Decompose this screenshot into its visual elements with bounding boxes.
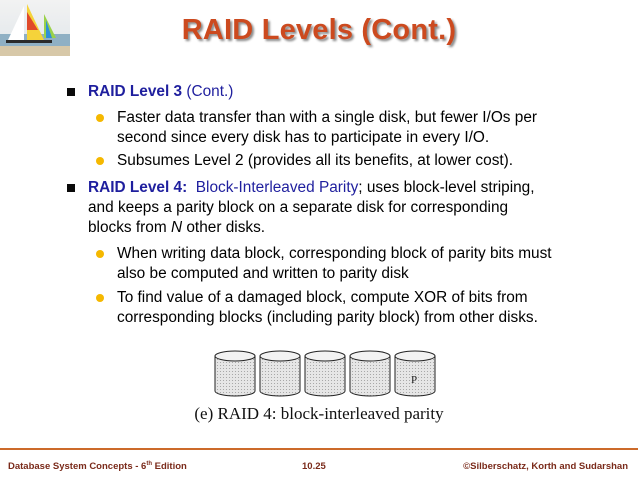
sub-bullet-line: To find value of a damaged block, comput… xyxy=(117,289,528,306)
footer-edition: Edition xyxy=(152,461,187,473)
dot-bullet-icon xyxy=(96,294,104,302)
footer-copyright: ©Silberschatz, Korth and Sudarshan xyxy=(463,461,628,472)
sub-bullet-line: corresponding blocks (including parity b… xyxy=(117,309,538,326)
dot-bullet-icon xyxy=(96,114,104,122)
raid3-heading: RAID Level 3 xyxy=(88,83,183,100)
raid4-line: blocks from N other disks. xyxy=(88,218,265,238)
bullet-raid4: RAID Level 4: Block-Interleaved Parity; … xyxy=(88,178,535,198)
raid4-text: blocks from xyxy=(88,219,171,236)
bullet-raid3: RAID Level 3 (Cont.) xyxy=(88,82,233,102)
footer-divider xyxy=(0,448,638,450)
dot-bullet-icon xyxy=(96,250,104,258)
footer-page-number: 10.25 xyxy=(302,461,326,472)
raid4-n: N xyxy=(170,219,183,236)
slide-title: RAID Levels (Cont.) xyxy=(181,14,457,46)
square-bullet-icon xyxy=(67,184,75,192)
sub-bullet-line: Subsumes Level 2 (provides all its benef… xyxy=(117,152,514,169)
raid4-text: other disks. xyxy=(182,219,266,236)
footer-left: Database System Concepts - 6th Edition xyxy=(8,461,187,472)
figure-caption: (e) RAID 4: block-interleaved parity xyxy=(194,404,444,423)
sub-bullet-line: second since every disk has to participa… xyxy=(117,129,490,146)
logo-image xyxy=(0,0,70,56)
parity-label: P xyxy=(411,374,417,386)
parity-disk-icon xyxy=(394,350,436,397)
raid4-subtitle: Block-Interleaved Parity xyxy=(187,179,359,196)
raid4-text: ; uses block-level striping, xyxy=(358,179,535,196)
square-bullet-icon xyxy=(67,88,75,96)
footer-sup: th xyxy=(146,461,153,467)
disk-array-svg: P xyxy=(214,350,436,397)
sub-bullet-line: When writing data block, corresponding b… xyxy=(117,245,552,262)
disk-icon xyxy=(349,350,391,397)
raid3-cont: (Cont.) xyxy=(182,83,234,100)
disk-icon xyxy=(304,350,346,397)
dot-bullet-icon xyxy=(96,157,104,165)
sub-bullet-line: also be computed and written to parity d… xyxy=(117,265,409,282)
raid4-heading: RAID Level 4: xyxy=(88,179,188,196)
footer-book: Database System Concepts - 6 xyxy=(8,461,147,473)
raid4-diagram: P xyxy=(213,349,441,399)
disk-icon xyxy=(259,350,301,397)
sub-bullet-line: Faster data transfer than with a single … xyxy=(117,109,538,126)
disk-icon xyxy=(214,350,256,397)
raid4-line: and keeps a parity block on a separate d… xyxy=(88,199,509,216)
